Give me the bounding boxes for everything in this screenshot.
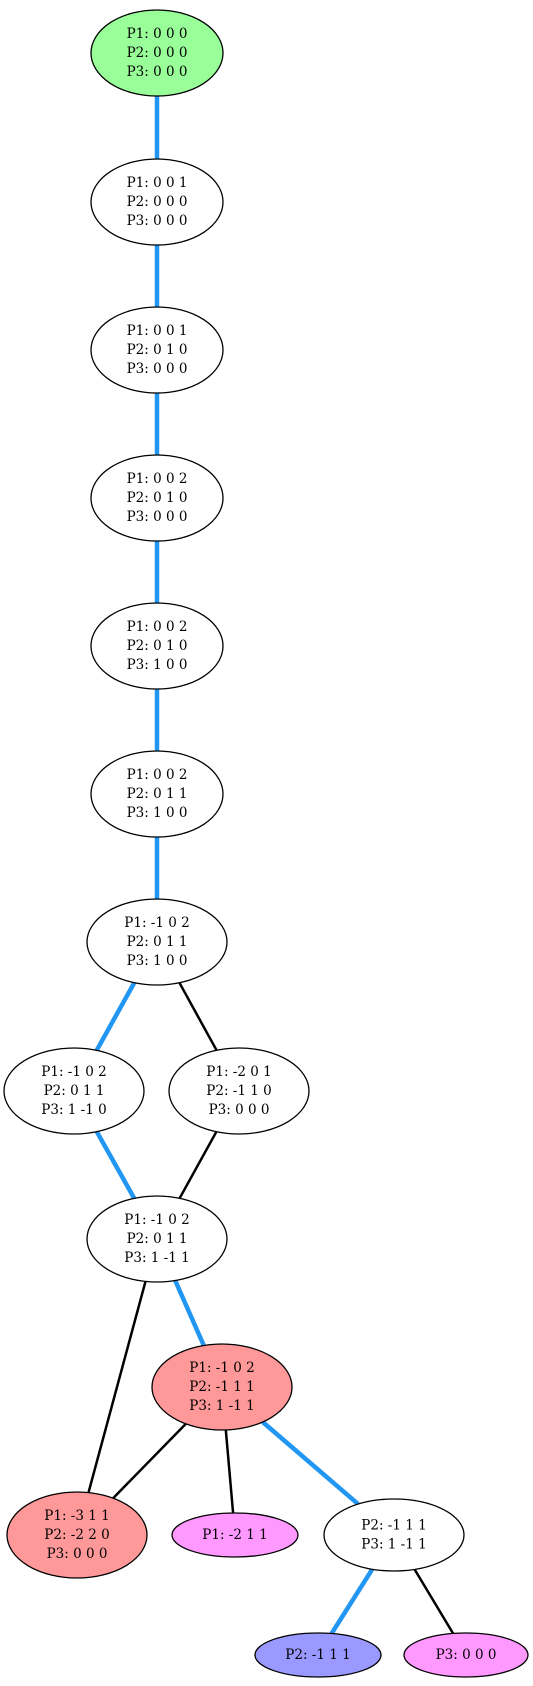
- state-node-line: P3: 0 0 0: [127, 361, 188, 377]
- highlighted-edge-n11-n14: [261, 1420, 360, 1506]
- state-node-line: P1: 0 0 1: [127, 323, 188, 339]
- state-node-line: P2: 0 1 1: [127, 934, 188, 950]
- state-node-line: P3: 1 0 0: [127, 953, 188, 969]
- state-node-line: P1: -1 0 2: [124, 1212, 189, 1228]
- edges-layer: [87, 96, 455, 1635]
- state-node-line: P2: 0 1 0: [127, 638, 188, 654]
- state-node-line: P1: 0 0 2: [127, 767, 188, 783]
- state-node-ellipse: [403, 1632, 529, 1678]
- state-node-line: P2: 0 1 1: [127, 1231, 188, 1247]
- state-node-line: P3: 0 0 0: [209, 1102, 270, 1118]
- state-node-line: P2: -1 1 1: [285, 1647, 350, 1663]
- state-node-ellipse: [90, 306, 224, 394]
- state-node-ellipse: [171, 1512, 299, 1558]
- state-node-n16: P3: 0 0 0: [403, 1632, 529, 1678]
- edge-n11-n12: [112, 1422, 187, 1500]
- state-node-line: P2: -2 2 0: [44, 1527, 109, 1543]
- state-node-ellipse: [323, 1498, 465, 1572]
- state-node-ellipse: [90, 454, 224, 542]
- edge-n14-n16: [413, 1568, 455, 1635]
- edge-n7-n9: [178, 982, 218, 1051]
- state-node-line: P3: 1 -1 1: [124, 1250, 189, 1266]
- highlighted-edge-n14-n15: [329, 1567, 375, 1635]
- state-node-line: P3: 0 0 0: [127, 213, 188, 229]
- state-node-n11: P1: -1 0 2 P2: -1 1 1 P3: 1 -1 1: [151, 1343, 293, 1431]
- state-node-line: P2: 0 0 0: [127, 45, 188, 61]
- state-node-line: P1: 0 0 0: [127, 26, 188, 42]
- state-node-n6: P1: 0 0 2 P2: 0 1 1 P3: 1 0 0: [90, 750, 224, 838]
- state-node-ellipse: [90, 602, 224, 690]
- edge-n9-n10: [178, 1131, 218, 1199]
- state-node-line: P1: -2 0 1: [206, 1064, 271, 1080]
- state-node-ellipse: [3, 1047, 145, 1135]
- state-node-line: P1: 0 0 2: [127, 619, 188, 635]
- nodes-layer: P1: 0 0 0 P2: 0 0 0 P3: 0 0 0 P1: 0 0 1 P2: …: [3, 9, 529, 1678]
- state-node-line: P2: 0 0 0: [127, 194, 188, 210]
- state-node-n12: P1: -3 1 1 P2: -2 2 0 P3: 0 0 0: [6, 1491, 148, 1579]
- state-node-ellipse: [90, 158, 224, 246]
- state-node-n1: P1: 0 0 0 P2: 0 0 0 P3: 0 0 0: [90, 9, 224, 97]
- state-node-line: P1: -1 0 2: [124, 915, 189, 931]
- state-node-n10: P1: -1 0 2 P2: 0 1 1 P3: 1 -1 1: [86, 1195, 228, 1283]
- state-node-ellipse: [86, 1195, 228, 1283]
- state-node-ellipse: [151, 1343, 293, 1431]
- state-node-line: P3: 1 -1 0: [41, 1102, 106, 1118]
- state-node-n13: P1: -2 1 1: [171, 1512, 299, 1558]
- state-node-n9: P1: -2 0 1 P2: -1 1 0 P3: 0 0 0: [168, 1047, 310, 1135]
- state-node-ellipse: [6, 1491, 148, 1579]
- edge-n10-n12: [87, 1281, 147, 1493]
- state-node-line: P2: 0 1 1: [44, 1083, 105, 1099]
- state-node-line: P1: 0 0 2: [127, 471, 188, 487]
- highlighted-edge-n7-n8: [94, 981, 137, 1052]
- state-node-line: P3: 1 0 0: [127, 657, 188, 673]
- edge-n11-n13: [224, 1429, 235, 1514]
- highlighted-edge-n10-n11: [173, 1279, 206, 1347]
- state-node-ellipse: [168, 1047, 310, 1135]
- state-node-line: P1: 0 0 1: [127, 175, 188, 191]
- state-node-n5: P1: 0 0 2 P2: 0 1 0 P3: 1 0 0: [90, 602, 224, 690]
- state-node-ellipse: [86, 898, 228, 986]
- state-node-line: P3: 1 0 0: [127, 805, 188, 821]
- state-node-line: P2: 0 1 0: [127, 490, 188, 506]
- state-node-line: P2: 0 1 1: [127, 786, 188, 802]
- state-node-n4: P1: 0 0 2 P2: 0 1 0 P3: 0 0 0: [90, 454, 224, 542]
- state-node-n8: P1: -1 0 2 P2: 0 1 1 P3: 1 -1 0: [3, 1047, 145, 1135]
- state-node-n15: P2: -1 1 1: [254, 1632, 382, 1678]
- state-node-n7: P1: -1 0 2 P2: 0 1 1 P3: 1 0 0: [86, 898, 228, 986]
- state-node-ellipse: [90, 9, 224, 97]
- state-node-line: P3: 1 -1 1: [189, 1398, 254, 1414]
- state-node-line: P1: -3 1 1: [44, 1508, 109, 1524]
- state-node-line: P3: 0 0 0: [127, 64, 188, 80]
- state-node-line: P1: -1 0 2: [41, 1064, 106, 1080]
- state-node-line: P3: 1 -1 1: [361, 1537, 426, 1553]
- state-node-n14: P2: -1 1 1 P3: 1 -1 1: [323, 1498, 465, 1572]
- state-node-line: P3: 0 0 0: [436, 1647, 497, 1663]
- state-node-line: P1: -2 1 1: [202, 1527, 267, 1543]
- state-node-ellipse: [254, 1632, 382, 1678]
- state-node-line: P2: -1 1 0: [206, 1083, 271, 1099]
- highlighted-edge-n8-n10: [94, 1130, 137, 1200]
- state-node-n3: P1: 0 0 1 P2: 0 1 0 P3: 0 0 0: [90, 306, 224, 394]
- state-node-ellipse: [90, 750, 224, 838]
- state-node-line: P2: 0 1 0: [127, 342, 188, 358]
- state-node-line: P3: 0 0 0: [47, 1546, 108, 1562]
- state-node-n2: P1: 0 0 1 P2: 0 0 0 P3: 0 0 0: [90, 158, 224, 246]
- state-node-line: P1: -1 0 2: [189, 1360, 254, 1376]
- state-node-line: P2: -1 1 1: [189, 1379, 254, 1395]
- state-node-line: P3: 0 0 0: [127, 509, 188, 525]
- state-node-line: P2: -1 1 1: [361, 1518, 426, 1534]
